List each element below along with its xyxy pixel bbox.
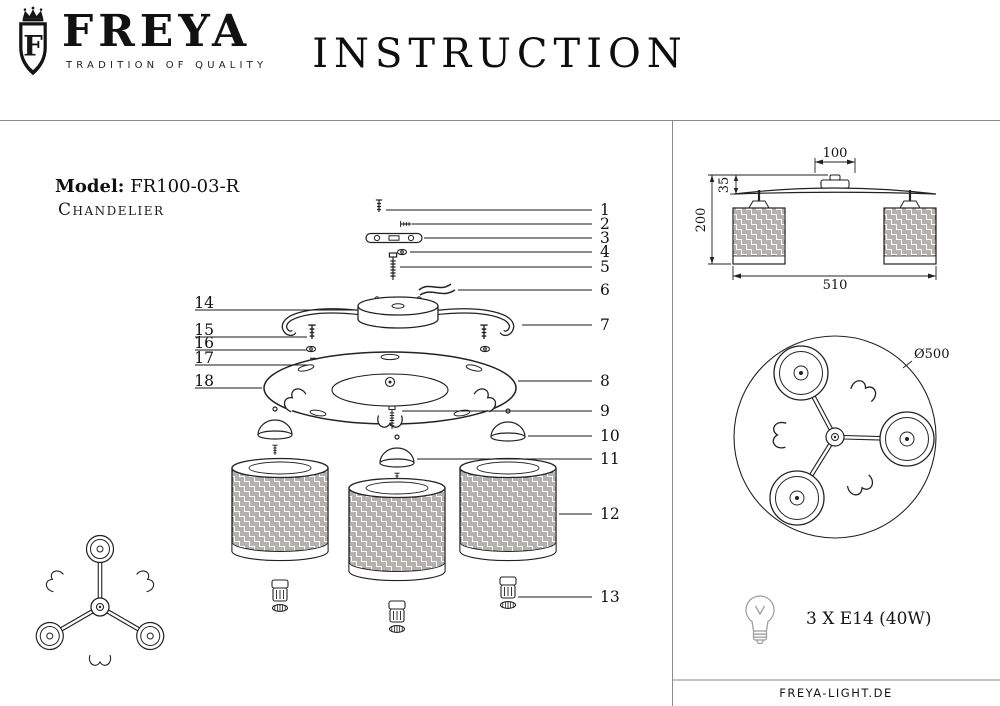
part-cap-middle xyxy=(379,434,415,468)
dim-canopy-height: 35 xyxy=(717,177,732,194)
callout-number: 15 xyxy=(194,321,214,339)
panel-divider xyxy=(672,120,673,706)
callout-number: 8 xyxy=(600,372,610,390)
callout-number: 12 xyxy=(600,505,620,523)
brand-name: FREYA xyxy=(62,6,252,57)
dim-total-height: 200 xyxy=(694,208,709,233)
freya-crest-icon: F xyxy=(19,6,47,76)
callout-number: 13 xyxy=(600,588,620,606)
callout-number: 7 xyxy=(600,316,610,334)
callout-number: 17 xyxy=(194,349,214,367)
callout-number: 11 xyxy=(600,450,620,468)
callout-number: 18 xyxy=(194,372,214,390)
callout-numbers: 1 2 3 4 5 6 7 8 9 10 11 12 13 14 15 16 1… xyxy=(194,201,619,606)
model-label: Model: xyxy=(55,176,125,197)
model-value: FR100-03-R xyxy=(130,176,240,197)
part-wires xyxy=(418,283,456,296)
page-title: INSTRUCTION xyxy=(312,31,688,77)
part-center-screw xyxy=(388,405,396,430)
header-divider xyxy=(0,120,1000,121)
spec-panel: 100 35 200 510 xyxy=(672,146,1000,700)
callout-leaders xyxy=(195,209,592,598)
brand-tagline: TRADITION OF QUALITY xyxy=(66,60,268,71)
bulb-spec: 3 X E14 (40W) xyxy=(806,609,932,629)
part-cap-right xyxy=(490,408,526,442)
dim-diameter: Ø500 xyxy=(914,347,949,362)
callout-number: 5 xyxy=(600,258,610,276)
footer-site: FREYA-LIGHT.DE xyxy=(779,686,893,700)
callout-number: 1 xyxy=(600,201,610,219)
plan-view xyxy=(31,536,168,666)
callout-number: 16 xyxy=(194,334,214,352)
part-socket-middle xyxy=(388,600,406,634)
dim-width: 510 xyxy=(823,278,848,293)
model-type: Chandelier xyxy=(58,200,165,220)
front-dimensions xyxy=(708,158,937,280)
mounting-hardware xyxy=(365,199,456,296)
dim-top-width: 100 xyxy=(823,146,848,161)
part-socket-right xyxy=(499,576,517,610)
exploded-diagram: 1 2 3 4 5 6 7 8 9 10 11 12 13 14 15 16 1… xyxy=(0,199,620,666)
callout-number: 10 xyxy=(600,427,620,445)
part-shade-right xyxy=(459,457,557,562)
callout-number: 2 xyxy=(600,215,610,233)
front-view xyxy=(732,174,937,265)
part-arms xyxy=(281,308,515,337)
callout-number: 6 xyxy=(600,281,610,299)
part-shade-left xyxy=(231,457,329,562)
crest-letter: F xyxy=(23,30,43,63)
callout-number: 14 xyxy=(194,294,214,312)
part-cap-left xyxy=(257,406,293,440)
bulb-icon xyxy=(745,595,775,645)
callout-number: 9 xyxy=(600,402,610,420)
top-view xyxy=(733,335,937,539)
model-line: Model: FR100-03-R xyxy=(55,176,239,197)
part-socket-left xyxy=(271,579,289,613)
callout-number: 4 xyxy=(600,243,610,261)
callout-number: 3 xyxy=(600,229,610,247)
part-shade-middle xyxy=(348,477,446,582)
part-canopy xyxy=(357,296,439,329)
diameter-leader xyxy=(902,360,913,369)
